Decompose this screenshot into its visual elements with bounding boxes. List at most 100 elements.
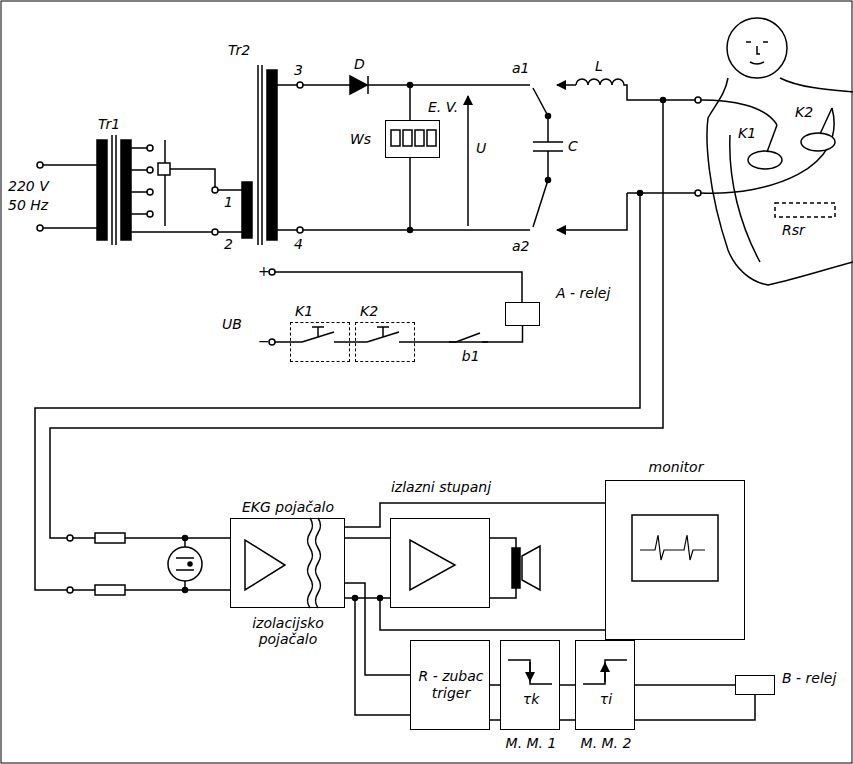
patient-figure xyxy=(701,100,777,125)
part-label: 3 xyxy=(294,62,303,78)
mains-input xyxy=(37,225,43,231)
wire-connector xyxy=(345,503,605,527)
node-text: τi xyxy=(600,691,612,707)
inductor xyxy=(695,97,701,103)
node-text: EKG pojačalo xyxy=(242,499,334,515)
part-label: Tr2 xyxy=(228,42,250,58)
inductor xyxy=(695,190,701,196)
transformer-tr2 xyxy=(297,227,303,233)
tap-selector xyxy=(158,163,170,175)
node-text: E. V. xyxy=(428,99,458,115)
mains-input xyxy=(37,162,97,231)
capacitor-switch xyxy=(546,178,551,183)
energy-meter xyxy=(408,83,413,88)
node-text: R - zubac triger xyxy=(416,668,486,700)
part-label: 50 Hz xyxy=(8,197,48,213)
node-text: izolacijsko pojačalo xyxy=(233,615,343,647)
ecg-input xyxy=(168,547,202,581)
amplifier-symbols xyxy=(245,518,455,608)
ecg-input xyxy=(67,533,230,595)
node-text: izlazni stupanj xyxy=(391,479,491,495)
node-text: K1 xyxy=(295,303,313,319)
relay-circuit xyxy=(290,327,350,342)
capacitor-switch xyxy=(557,84,576,86)
wire-connector xyxy=(490,684,500,686)
relay-circuit xyxy=(269,269,275,275)
node-text: A - relej xyxy=(556,285,610,301)
transformer-tr2 xyxy=(242,182,252,238)
amplifier-box: EKG pojačaloizolacijsko pojačalo xyxy=(230,518,345,608)
relay-circuit xyxy=(275,272,522,342)
mains-input xyxy=(37,162,43,168)
ecg-input xyxy=(95,585,125,595)
part-label: Rsr xyxy=(782,222,805,238)
node-text: K2 xyxy=(360,303,378,319)
node-text: Ws xyxy=(350,131,371,147)
patient-figure xyxy=(820,108,832,134)
part-label: + xyxy=(258,263,270,279)
monostable-pulses xyxy=(529,662,531,681)
inductor xyxy=(576,79,695,100)
ecg-input xyxy=(183,588,188,593)
switch-box: K2 xyxy=(355,322,415,362)
relay-box: A - relej xyxy=(505,302,540,326)
relay-circuit xyxy=(355,327,415,342)
transformer-tr1 xyxy=(147,189,153,195)
part-label: L xyxy=(595,58,603,74)
voltage-arrow xyxy=(467,96,469,226)
transformer-tr2 xyxy=(242,65,530,245)
relay-circuit xyxy=(450,330,486,341)
signal-wires xyxy=(353,596,358,601)
signal-wires xyxy=(345,538,755,720)
part-label: 1 xyxy=(224,194,233,210)
signal-wires xyxy=(345,598,605,715)
loudspeaker xyxy=(512,546,540,590)
energy-meter xyxy=(427,130,436,146)
node-text: monitor xyxy=(649,459,704,475)
part-label: − xyxy=(258,333,270,349)
part-label: K2 xyxy=(795,104,813,120)
ecg-input xyxy=(95,533,125,543)
monostable-pulses xyxy=(583,660,627,684)
ecg-input xyxy=(67,535,73,541)
part-label: D xyxy=(354,56,365,72)
tap-selector xyxy=(131,169,242,232)
node-text: τk xyxy=(523,691,540,707)
transformer-tr1 xyxy=(147,167,153,173)
wire-connector xyxy=(560,684,575,686)
transformer-tr2 xyxy=(277,85,530,230)
transformer-tr1 xyxy=(121,140,131,240)
patient-figure xyxy=(701,108,834,193)
loudspeaker xyxy=(522,546,540,590)
wire-connector xyxy=(345,537,390,539)
signal-wires xyxy=(378,596,383,601)
transformer-tr1 xyxy=(97,135,153,245)
monostable-pulses xyxy=(508,660,552,684)
transformer-tr1 xyxy=(97,140,107,240)
monostable-pulses xyxy=(604,663,606,682)
tap-selector xyxy=(212,229,218,235)
switch-box: K1 xyxy=(290,322,350,362)
tap-selector xyxy=(212,187,218,193)
transformer-tr1 xyxy=(131,148,147,214)
relay-box: B - relej xyxy=(735,675,775,695)
energy-meter xyxy=(391,130,400,146)
monitor-screen xyxy=(632,515,718,581)
patient-figure xyxy=(746,42,768,64)
voltage-arrow xyxy=(467,96,469,226)
inductor xyxy=(35,100,663,590)
node-text: M. M. 1 xyxy=(506,735,557,751)
transformer-tr2 xyxy=(267,70,277,240)
part-label: a1 xyxy=(512,60,530,76)
transformer-tr1 xyxy=(147,211,153,217)
part-label: Tr1 xyxy=(98,116,120,132)
patient-figure xyxy=(801,133,835,151)
ecg-input xyxy=(176,558,194,570)
amplifier-symbols xyxy=(308,518,313,608)
relay-circuit xyxy=(269,339,275,345)
trigger-box: R - zubac triger xyxy=(410,640,490,730)
